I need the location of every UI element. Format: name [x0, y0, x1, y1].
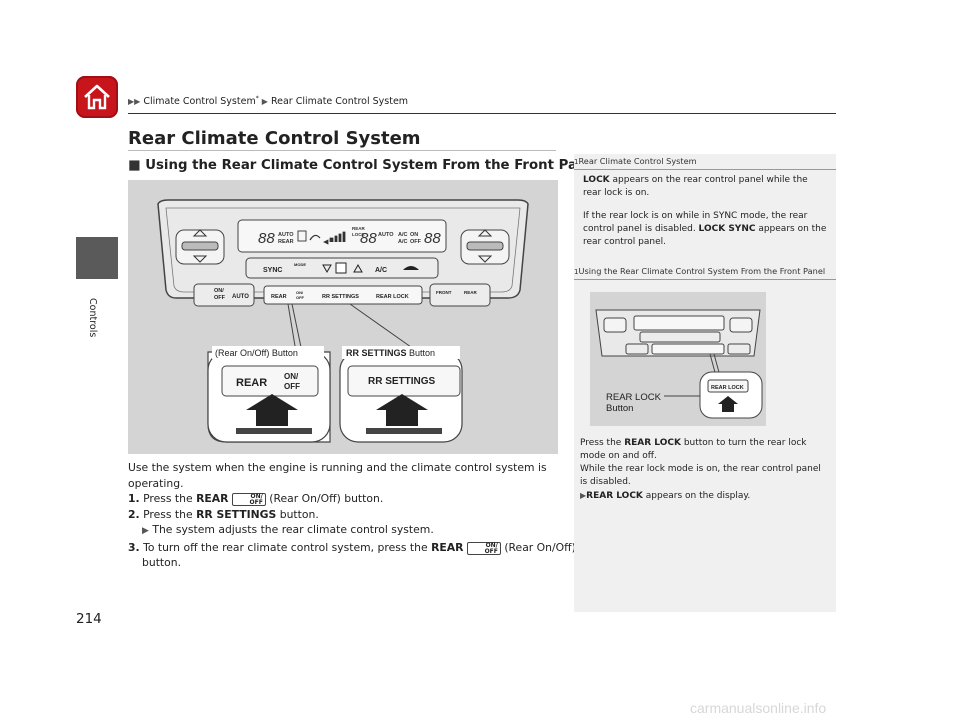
svg-text:A/C: A/C	[398, 239, 408, 245]
result-arrow-icon: ▶	[142, 526, 149, 536]
svg-text:OFF: OFF	[284, 382, 300, 391]
breadcrumb: ▶▶ Climate Control System* ▶ Rear Climat…	[128, 95, 409, 108]
control-panel-figure: 88 AUTO REAR REAR LOCK 88 AUTO A/C A/C O…	[128, 180, 558, 454]
recirculation-icon	[403, 266, 419, 270]
svg-text:A/C: A/C	[398, 232, 408, 238]
svg-text:OFF: OFF	[410, 239, 422, 245]
svg-text:RR SETTINGS: RR SETTINGS	[368, 376, 436, 387]
rear-on-off-button: REAR	[271, 294, 287, 300]
watermark: carmanualsonline.info	[690, 700, 827, 716]
svg-text:LOCK: LOCK	[352, 232, 365, 237]
title-rule	[128, 150, 556, 151]
svg-text:REAR: REAR	[278, 239, 294, 245]
sync-button: SYNC	[263, 267, 282, 274]
svg-text:Button: Button	[606, 403, 633, 414]
home-icon[interactable]	[76, 76, 118, 118]
section-heading: ■ Using the Rear Climate Control System …	[128, 158, 600, 173]
control-panel-illustration: 88 AUTO REAR REAR LOCK 88 AUTO A/C A/C O…	[157, 199, 529, 443]
svg-text:REAR: REAR	[352, 226, 366, 231]
svg-text:ON/: ON/	[284, 372, 299, 381]
svg-text:REAR: REAR	[236, 377, 267, 389]
display-right-temp: 88	[424, 230, 441, 247]
instructions: Use the system when the engine is runnin…	[128, 461, 576, 569]
display-left-temp: 88	[258, 230, 275, 247]
display-mid-temp: 88	[360, 230, 377, 247]
svg-text:ON/: ON/	[296, 290, 304, 295]
svg-text:ON: ON	[410, 232, 418, 238]
fan-button	[335, 262, 347, 274]
rear-lock-button: REAR LOCK	[376, 294, 409, 300]
page-number: 214	[76, 611, 102, 627]
page-title: Rear Climate Control System	[128, 128, 421, 149]
chapter-label: Controls	[87, 298, 98, 338]
rear-lock-figure: REAR LOCK REAR LOCK Button	[590, 292, 766, 426]
rear-on-off-icon: ON/OFF	[466, 541, 501, 555]
rr-settings-button: RR SETTINGS	[322, 294, 359, 300]
svg-text:AUTO: AUTO	[278, 232, 294, 238]
press-arrow-icon	[718, 396, 738, 412]
svg-text:ON/: ON/	[214, 288, 224, 294]
rear-defrost-button: REAR	[464, 290, 478, 295]
auto-button: AUTO	[232, 294, 249, 300]
header-rule	[128, 113, 836, 114]
breadcrumb-link-rear-climate[interactable]: Rear Climate Control System	[270, 96, 409, 108]
svg-text:REAR LOCK: REAR LOCK	[711, 385, 744, 391]
press-arrow-icon	[376, 394, 428, 426]
chapter-tab[interactable]	[76, 237, 118, 279]
callout-rr-settings: RR SETTINGS Button	[346, 348, 435, 358]
svg-text:AUTO: AUTO	[378, 232, 394, 238]
rear-on-off-icon: ON/OFF	[231, 493, 266, 506]
mode-button: MODE	[294, 262, 306, 267]
breadcrumb-link-climate[interactable]: Climate Control System*	[143, 95, 259, 108]
svg-text:OFF: OFF	[296, 295, 305, 300]
front-defrost-button: FRONT	[436, 290, 452, 295]
svg-text:OFF: OFF	[214, 295, 226, 301]
result-arrow-icon: ▶	[580, 491, 587, 500]
ac-button: A/C	[375, 267, 387, 274]
callout-rear-on-off: (Rear On/Off) Button	[215, 348, 298, 358]
svg-text:REAR LOCK: REAR LOCK	[606, 392, 662, 403]
press-arrow-icon	[246, 394, 298, 426]
square-bullet-icon: ■	[128, 158, 141, 173]
notes-column: 1Rear Climate Control System LOCK appear…	[574, 154, 836, 612]
